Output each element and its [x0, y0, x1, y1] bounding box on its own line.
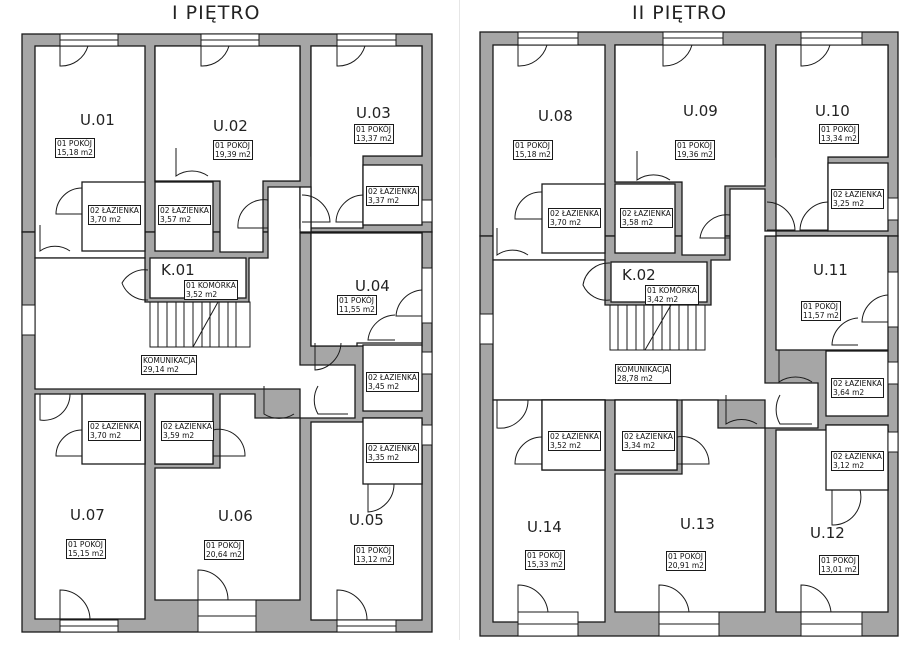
unit-label: U.07	[70, 506, 105, 524]
floor-plan-2: II PIĘTRO	[460, 0, 923, 657]
unit-label: U.02	[213, 117, 248, 135]
unit-label: U.04	[355, 277, 390, 295]
unit-label: U.14	[527, 518, 562, 536]
unit-label: U.12	[810, 524, 845, 542]
staircase	[609, 304, 706, 351]
floor-title: I PIĘTRO	[172, 2, 261, 24]
floor-plan-1: I PIĘTRO	[0, 0, 459, 657]
unit-label: U.13	[680, 515, 715, 533]
unit-label: U.05	[349, 511, 384, 529]
unit-label: U.08	[538, 107, 573, 125]
unit-label: U.01	[80, 111, 115, 129]
staircase	[149, 301, 251, 348]
unit-label: U.10	[815, 102, 850, 120]
room-u11	[775, 235, 889, 351]
unit-label: U.03	[356, 104, 391, 122]
storage-label: K.01	[161, 261, 195, 279]
storage-label: K.02	[622, 266, 656, 284]
unit-label: U.11	[813, 261, 848, 279]
unit-label: U.09	[683, 102, 718, 120]
plan-divider	[459, 0, 460, 640]
unit-label: U.06	[218, 507, 253, 525]
floor-title: II PIĘTRO	[632, 2, 728, 24]
